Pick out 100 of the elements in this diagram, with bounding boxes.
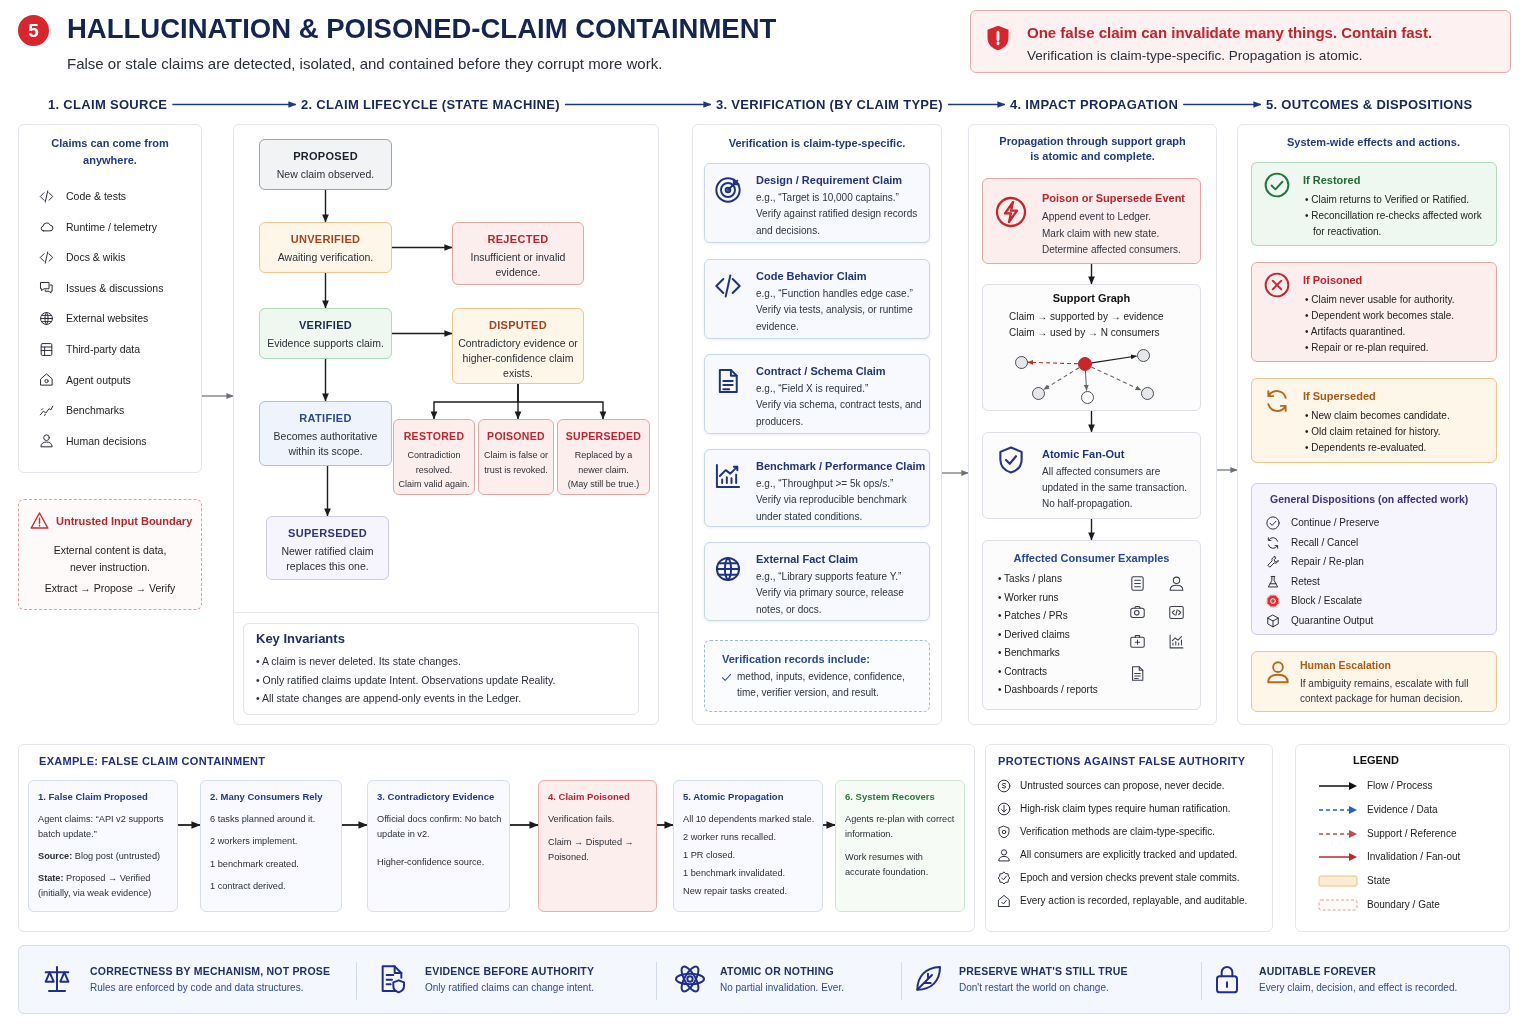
arrow (941, 470, 969, 476)
bullet-item: • New claim becomes candidate. (1305, 409, 1450, 423)
claim-card (704, 259, 930, 339)
relation-text: Claim → used by → N consumers (1009, 326, 1160, 340)
arrow (1088, 263, 1095, 285)
card-text: If ambiguity remains, escalate with full context package for human decision. (1300, 677, 1470, 706)
state-description: Evidence supports claim. (267, 336, 384, 351)
bullet-item: • Reconcillation re-checks affected work for reactivation. (1305, 209, 1483, 239)
card-text: All affected consumers are updated in the same transaction. (1042, 465, 1189, 495)
bullet-item: • A claim is never deleted. Its state changes. (256, 654, 462, 669)
state-box (259, 222, 392, 273)
state-name: UNVERIFIED (290, 232, 361, 246)
flow-text: Extract → Propose → Verify (44, 581, 176, 596)
column-panel (692, 124, 942, 725)
state-name: RATIFIED (299, 411, 352, 425)
arrow (822, 821, 836, 829)
legend-label: Flow / Process (1367, 779, 1433, 793)
boundary-text: External content is data, never instruction. (52, 543, 168, 575)
source-item: External websites (66, 311, 149, 326)
example-text: e.g., “Throughput >= 5k ops/s.” (756, 477, 894, 491)
disposition-item: Retest (1291, 574, 1320, 589)
state-box (266, 516, 389, 580)
arrow (1216, 467, 1238, 473)
state-name: SUPERSEDED (565, 429, 642, 443)
principle-heading: AUDITABLE FOREVER (1259, 964, 1376, 978)
outcome-title: If Superseded (1303, 389, 1376, 403)
step-card (538, 780, 657, 912)
step-text: 1 benchmark invalidated. (683, 866, 786, 880)
bullet-item: • Tasks / plans (998, 572, 1062, 586)
protections-panel (985, 744, 1273, 932)
step-title: 3. Contradictory Evidence (377, 790, 495, 804)
arrow (1091, 354, 1138, 364)
principle-text: Only ratified claims can change intent. (425, 981, 594, 995)
disposition-item: Continue / Preserve (1291, 516, 1380, 530)
bullet-item: • Only ratified claims update Intent. Observations update Reality. (256, 672, 556, 688)
claim-card (704, 542, 930, 621)
boundary-panel (18, 499, 202, 610)
legend-title: LEGEND (1353, 753, 1399, 767)
verification-text: Verify via tests, analysis, or runtime evidence. (756, 303, 914, 334)
state-description: New claim observed. (276, 167, 375, 182)
step-text: Higher-confidence source. (377, 855, 485, 869)
claim-type-title: Design / Requirement Claim (756, 173, 903, 187)
panel-heading: Propagation through support graph is atomic and complete. (998, 134, 1187, 164)
card-title: General Dispositions (on affected work) (1270, 492, 1469, 506)
arrow (341, 821, 368, 829)
step-card (673, 780, 823, 912)
outcome-card (1251, 378, 1497, 463)
state-box (259, 308, 392, 359)
arrow (322, 189, 329, 223)
outcome-card (1251, 262, 1497, 362)
disposition-item: Quarantine Output (1291, 614, 1374, 628)
example-heading: EXAMPLE: FALSE CLAIM CONTAINMENT (39, 754, 266, 768)
card-text: Append event to Ledger. (1042, 210, 1151, 224)
step-card (367, 780, 510, 912)
dispositions-card (1251, 483, 1497, 635)
legend-label: Evidence / Data (1367, 802, 1438, 817)
arrow (517, 383, 607, 420)
state-box (478, 419, 554, 495)
principle-text: No partial invalidation. Ever. (720, 981, 844, 995)
graph-node (1080, 390, 1094, 404)
step-title: 5. Atomic Propagation (683, 790, 784, 804)
dashed-arrow (1090, 366, 1142, 391)
example-text: e.g., “Field X is required.” (756, 382, 869, 396)
state-name: DISPUTED (489, 318, 547, 332)
principle-heading: EVIDENCE BEFORE AUTHORITY (425, 964, 595, 978)
protection-item: Untrusted sources can propose, never decide. (1020, 779, 1225, 793)
step-text: 1 PR closed. (683, 848, 736, 862)
arrow (177, 821, 201, 829)
bullet-item: • Claim never usable for authority. (1305, 293, 1455, 307)
state-name: PROPOSED (293, 149, 358, 163)
event-card (982, 178, 1201, 264)
arrow (947, 101, 1006, 108)
source-item: Third-party data (66, 342, 141, 356)
bullet-item: • Contracts (998, 664, 1049, 679)
boundary-title: Untrusted Input Boundary (56, 514, 193, 528)
state-description: Claim is false or trust is revoked. (483, 449, 549, 477)
state-description: (May still be true.) (567, 478, 640, 491)
bullet-item: • Derived claims (998, 627, 1070, 642)
state-description: Newer ratified claim replaces this one. (280, 544, 375, 574)
state-description: Awaiting verification. (277, 250, 374, 265)
example-panel (18, 744, 975, 932)
source-item: Docs & wikis (66, 250, 126, 265)
outcome-title: If Restored (1303, 173, 1361, 187)
arrow (1088, 410, 1095, 433)
state-box (259, 401, 392, 466)
state-description: Replaced by a newer claim. (573, 449, 634, 477)
step-text: 6 tasks planned around it. (210, 812, 316, 826)
alert-banner (970, 10, 1511, 73)
invariants-panel (243, 623, 639, 715)
principle-heading: ATOMIC OR NOTHING (720, 964, 834, 978)
step-card (28, 780, 178, 912)
card-title: Atomic Fan-Out (1042, 447, 1125, 461)
claim-type-title: External Fact Claim (756, 552, 859, 566)
example-text: e.g., “Target is 10,000 captains.” (756, 191, 899, 205)
state-description: Claim valid again. (398, 478, 470, 491)
dashed-arrow (1043, 367, 1080, 391)
step-text: 2 workers implement. (210, 835, 298, 848)
disposition-item: Recall / Cancel (1291, 535, 1359, 550)
arrow (564, 101, 712, 108)
protections-heading: PROTECTIONS AGAINST FALSE AUTHORITY (998, 754, 1246, 768)
